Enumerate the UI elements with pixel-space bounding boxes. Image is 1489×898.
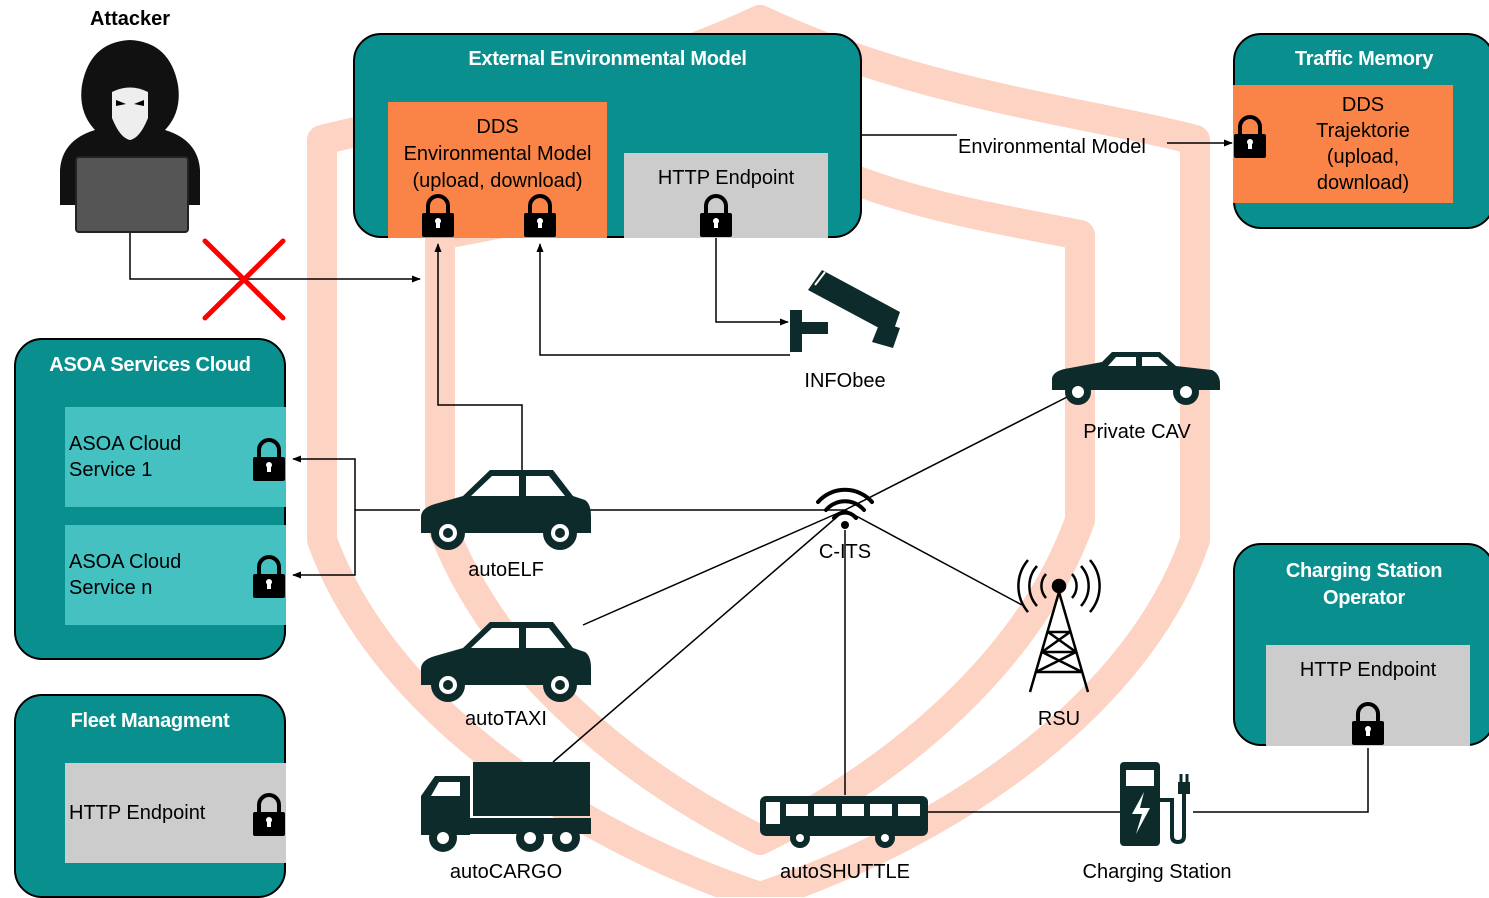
autoshuttle-label: autoSHUTTLE [779, 861, 911, 883]
infobee-label: INFObee [804, 370, 886, 392]
http-endpoint-charging-operator-text: HTTP Endpoint [1299, 659, 1437, 681]
asoa-services-cloud-title: ASOA Services Cloud [49, 354, 251, 376]
http-endpoint-environmental[interactable]: HTTP Endpoint [624, 153, 828, 238]
traffic-memory-title: Traffic Memory [1294, 48, 1434, 70]
asoa-cloud-service-1[interactable]: ASOA Cloud Service 1 [65, 407, 286, 507]
asoa-cloud-service-1-text: ASOA Cloud Service 1 [69, 433, 182, 481]
http-endpoint-charging-operator[interactable]: HTTP Endpoint [1266, 645, 1470, 746]
environmental-model-edge-label: Environmental Model [958, 136, 1146, 158]
http-endpoint-fleet-text: HTTP Endpoint [69, 801, 206, 824]
autoelf-label: autoELF [468, 559, 544, 581]
dds-environmental-model[interactable]: DDS Environmental Model (upload, downloa… [388, 102, 607, 238]
c-its-label: C-ITS [818, 541, 872, 563]
rsu-label: RSU [1037, 708, 1081, 730]
http-endpoint-fleet[interactable]: HTTP Endpoint [65, 763, 286, 863]
http-endpoint-environmental-text: HTTP Endpoint [657, 167, 795, 189]
autocargo-label: autoCARGO [449, 861, 563, 883]
autotaxi-label: autoTAXI [465, 708, 547, 730]
private-cav-label: Private CAV [1083, 421, 1191, 443]
asoa-cloud-service-n[interactable]: ASOA Cloud Service n [65, 525, 286, 625]
dds-trajektorie-text: DDS Trajektorie (upload, download) [1316, 94, 1410, 194]
asoa-cloud-service-n-text: ASOA Cloud Service n [69, 551, 182, 599]
fleet-managment-title: Fleet Managment [70, 710, 230, 732]
attacker-label: Attacker [89, 8, 171, 30]
charging-station-label: Charging Station [1082, 861, 1232, 883]
dds-environmental-model-text: DDS Environmental Model (upload, downloa… [403, 116, 592, 192]
dds-trajektorie[interactable]: DDS Trajektorie (upload, download) [1233, 85, 1453, 203]
charging-station-operator-title: Charging Station Operator [1285, 560, 1443, 609]
external-environmental-model-title: External Environmental Model [468, 48, 747, 70]
